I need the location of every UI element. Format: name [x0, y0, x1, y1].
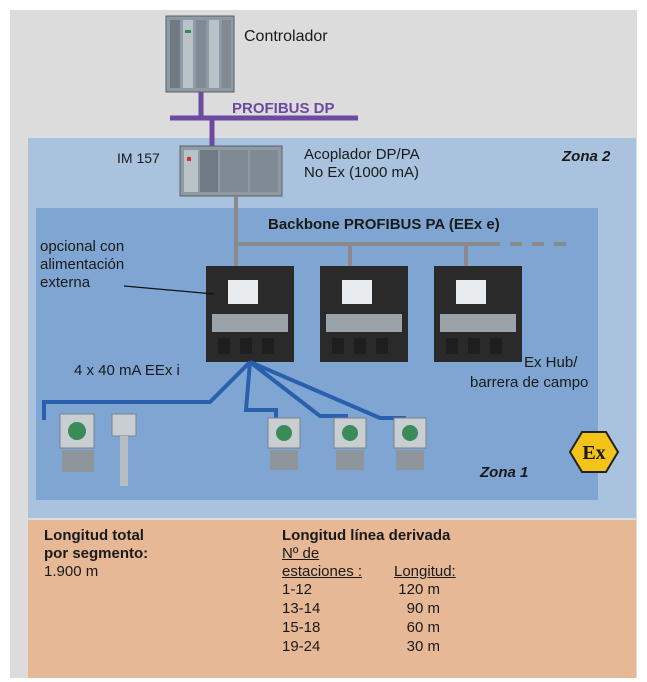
spur-length-title: Longitud línea derivada — [282, 527, 451, 544]
zone-2-label: Zona 2 — [562, 148, 611, 165]
ex-hub-1-icon — [206, 266, 294, 362]
field-device-3-icon — [333, 417, 367, 470]
table-row-length: 120 m — [398, 581, 440, 598]
stations-header-line2: estaciones : — [282, 563, 363, 580]
optional-label-line3: externa — [40, 274, 91, 291]
backbone-label: Backbone PROFIBUS PA (EEx e) — [268, 216, 500, 233]
hub-label-line1: Ex Hub/ — [524, 354, 578, 371]
field-device-2-icon — [267, 417, 301, 470]
ex-hub-3-icon — [434, 266, 522, 362]
length-header: Longitud: — [394, 563, 456, 580]
table-row-stations: 15-18 — [282, 619, 321, 636]
backbone-cable — [234, 196, 500, 270]
controller-label: Controlador — [244, 28, 328, 45]
temperature-sensor-icon — [111, 413, 137, 486]
table-row-length: 30 m — [406, 638, 440, 655]
optional-pointer-line — [123, 285, 215, 295]
profibus-dp-bus — [170, 92, 358, 146]
spur-cables — [42, 360, 406, 420]
table-row-stations: 13-14 — [282, 600, 321, 617]
im157-label: IM 157 — [117, 150, 160, 166]
optional-label-line2: alimentación — [40, 256, 125, 273]
hub-label-line2: barrera de campo — [470, 374, 589, 391]
total-length-value: 1.900 m — [44, 563, 99, 580]
zone-1-label: Zona 1 — [480, 464, 529, 481]
length-table-panel — [28, 520, 636, 678]
table-row-stations: 19-24 — [282, 638, 321, 655]
spur-current-label: 4 x 40 mA EEx i — [74, 362, 180, 379]
profibus-dp-label: PROFIBUS DP — [232, 100, 335, 117]
ex-hazard-badge-icon: Ex — [568, 431, 620, 473]
table-row-stations: 1-12 — [282, 581, 313, 598]
optional-label-line1: opcional con — [40, 238, 125, 255]
coupler-label-line1: Acoplador DP/PA — [304, 146, 420, 163]
table-row-length: 90 m — [406, 600, 440, 617]
field-device-4-icon — [393, 417, 427, 470]
ex-hub-2-icon — [320, 266, 408, 362]
coupler-label-line2: No Ex (1000 mA) — [304, 164, 420, 181]
total-length-title-line2: por segmento: — [44, 545, 149, 562]
field-device-1-icon — [59, 413, 95, 472]
stations-header-line1: Nº de — [282, 545, 320, 562]
total-length-title-line1: Longitud total — [44, 527, 144, 544]
ex-symbol: Ex — [582, 442, 605, 464]
controller-rack-icon — [165, 15, 235, 93]
table-row-length: 60 m — [406, 619, 440, 636]
coupler-rack-icon — [179, 145, 283, 197]
